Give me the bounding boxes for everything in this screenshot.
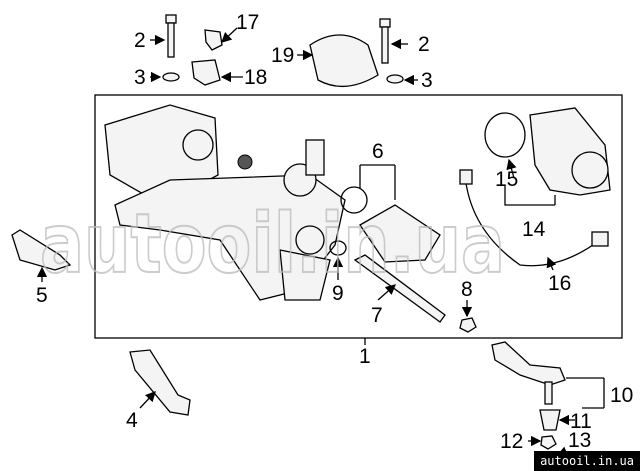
callout-8: 8	[461, 278, 473, 301]
boot-6	[359, 204, 441, 263]
tie-rod-end-10	[491, 341, 566, 386]
nut-12	[540, 435, 557, 450]
ring-9	[329, 240, 347, 256]
clamp-6	[340, 186, 368, 214]
tie-rod-7	[353, 254, 446, 323]
callout-4: 4	[126, 409, 138, 432]
harness-16	[464, 174, 601, 267]
callout-14: 14	[522, 218, 546, 241]
callout-19: 19	[271, 44, 294, 67]
callout-10: 10	[610, 384, 633, 407]
o-ring-15	[484, 112, 526, 158]
bolt-2-right	[379, 18, 391, 64]
callout-7: 7	[371, 304, 383, 327]
callout-2: 2	[134, 29, 146, 52]
callout-5: 5	[36, 284, 48, 307]
bracket-4	[129, 349, 191, 416]
steering-gear-assembly	[104, 104, 346, 301]
callout-13: 13	[568, 429, 591, 452]
callout-17: 17	[236, 11, 259, 34]
nut-8	[459, 317, 477, 333]
washer-3-left	[162, 72, 180, 82]
callout-12: 12	[500, 430, 523, 453]
callout-11: 11	[570, 410, 592, 433]
callout-3: 3	[134, 66, 146, 89]
boot-19	[309, 34, 379, 88]
site-badge: autooil.in.ua	[534, 451, 640, 471]
callout-16: 16	[548, 272, 571, 295]
callout-6: 6	[372, 140, 384, 163]
sensor-17	[204, 29, 223, 51]
washer-3-right	[386, 74, 404, 84]
callout-15: 15	[495, 168, 518, 191]
callout-2: 2	[418, 33, 430, 56]
watermark: autooil.in.ua	[40, 197, 505, 292]
callout-3: 3	[421, 69, 433, 92]
assembly-box	[94, 94, 623, 339]
callout-1: 1	[359, 345, 371, 368]
bracket-5	[11, 229, 72, 271]
bolt-2-left	[165, 14, 177, 58]
bracket-18	[191, 59, 221, 86]
boot-11	[539, 409, 561, 431]
callout-18: 18	[244, 66, 267, 89]
callout-9: 9	[332, 282, 344, 305]
